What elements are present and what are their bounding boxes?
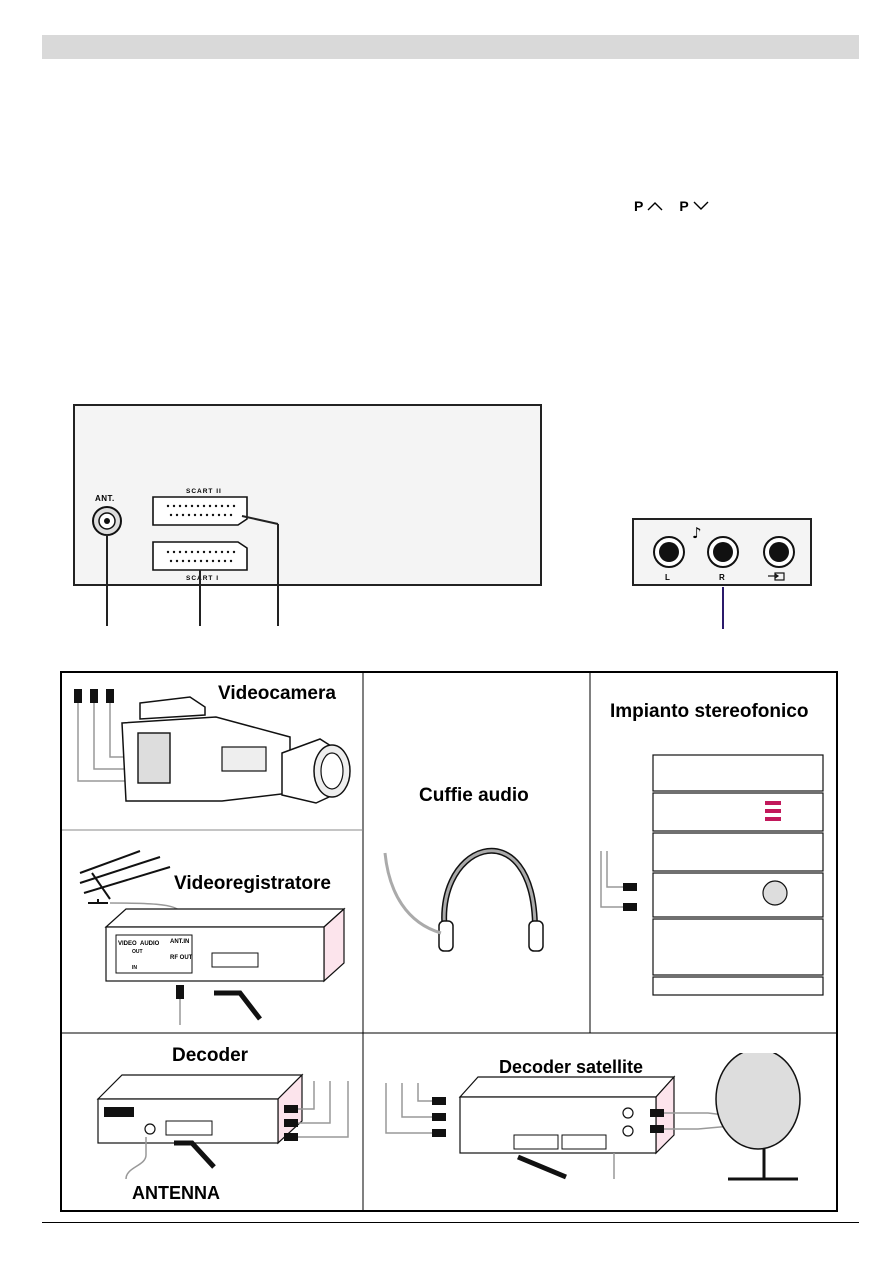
- antenna-socket-icon: [92, 506, 122, 536]
- audio-left-label: L: [665, 573, 671, 582]
- program-up-key: P: [634, 198, 663, 214]
- headphone-output-icon: [768, 572, 785, 581]
- decoder-illustration: [96, 1073, 349, 1180]
- footer-divider: [42, 1222, 859, 1223]
- cuffie-title: Cuffie audio: [419, 785, 529, 806]
- vcr-rf-out-label: RF OUT: [170, 955, 193, 961]
- audio-jacks: ♪: [653, 524, 795, 581]
- chevron-down-icon: [693, 201, 709, 210]
- music-note-icon: ♪: [692, 524, 702, 542]
- devices-grid: Videocamera Cuffie audio Impianto stereo…: [60, 671, 838, 1212]
- connector-leader-lines: [106, 515, 279, 626]
- program-down-label: P: [679, 198, 689, 214]
- vcr-in-label: IN: [132, 965, 137, 971]
- scart2-socket-icon: [152, 496, 248, 526]
- decoder-satellite-title: Decoder satellite: [499, 1057, 644, 1077]
- grid-lines: [62, 673, 836, 1210]
- videocamera-title: Videocamera: [218, 683, 336, 704]
- stereo-title: Impianto stereofonico: [610, 701, 809, 722]
- videoregistratore-title: Videoregistratore: [174, 873, 331, 894]
- rear-connection-panel: [73, 404, 542, 586]
- program-down-key: P: [679, 198, 709, 214]
- vcr-video-label: VIDEO: [118, 941, 137, 947]
- audio-leader-line: [722, 587, 724, 629]
- antenna-caption: ANTENNA: [132, 1183, 220, 1203]
- scart1-label: SCART I: [186, 575, 219, 582]
- vcr-out-label: OUT: [132, 949, 143, 955]
- videocamera-illustration: [74, 689, 351, 804]
- scart1-socket-icon: [152, 541, 248, 571]
- satellite-decoder-illustration: [385, 1053, 801, 1181]
- stereo-system-illustration: [600, 754, 824, 996]
- antenna-label: ANT.: [95, 494, 115, 503]
- vcr-audio-label: AUDIO: [140, 941, 160, 947]
- scart2-label: SCART II: [186, 488, 222, 495]
- header-bar: [42, 35, 859, 59]
- chevron-up-icon: [647, 202, 663, 211]
- headphones-illustration: [383, 847, 544, 952]
- vcr-ant-in-label: ANT.IN: [170, 939, 190, 945]
- decoder-title: Decoder: [172, 1045, 249, 1066]
- vcr-illustration: [79, 850, 346, 1025]
- audio-right-label: R: [719, 573, 726, 582]
- program-keys: P P: [634, 198, 709, 214]
- program-up-label: P: [634, 198, 644, 214]
